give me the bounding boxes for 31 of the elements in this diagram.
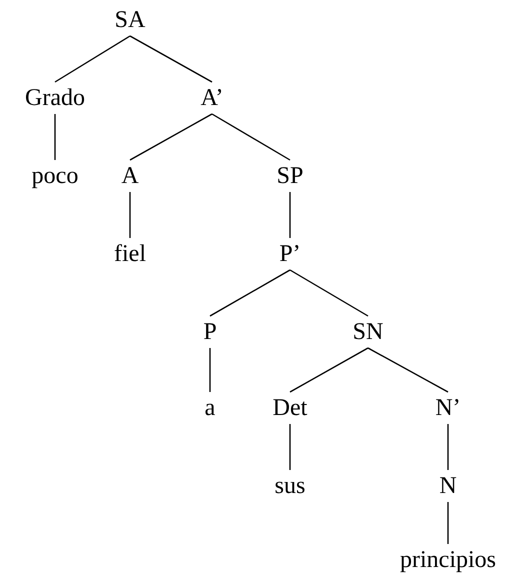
tree-node-label: P <box>199 316 221 348</box>
tree-node-label: SN <box>348 316 388 348</box>
tree-node-label: N <box>435 470 461 502</box>
tree-branch <box>290 347 368 393</box>
tree-branch <box>289 192 291 238</box>
tree-node-label: SP <box>272 160 308 192</box>
tree-branch <box>54 114 56 160</box>
tree-node-label: poco <box>28 160 82 192</box>
tree-branch <box>290 269 368 317</box>
tree-branch <box>447 502 449 544</box>
tree-branch <box>129 192 131 238</box>
tree-branch <box>54 35 130 83</box>
tree-node-label: P’ <box>275 238 305 270</box>
tree-node-label: SA <box>110 4 150 36</box>
tree-node-label: sus <box>270 470 310 502</box>
tree-node-label: A’ <box>196 82 228 114</box>
tree-node-label: A <box>117 160 143 192</box>
tree-branch <box>209 348 211 392</box>
tree-branch <box>368 347 448 393</box>
tree-node-label: N’ <box>431 392 465 424</box>
tree-branch <box>210 269 290 317</box>
tree-node-label: Det <box>268 392 312 424</box>
tree-branch <box>212 113 290 161</box>
tree-node-label: Grado <box>21 82 89 114</box>
tree-branch <box>130 113 212 161</box>
tree-branch <box>130 35 212 83</box>
tree-branch <box>447 424 449 470</box>
tree-branch <box>289 424 291 470</box>
tree-node-label: a <box>200 392 220 424</box>
tree-node-label: principios <box>396 544 500 576</box>
tree-node-label: fiel <box>110 238 150 270</box>
